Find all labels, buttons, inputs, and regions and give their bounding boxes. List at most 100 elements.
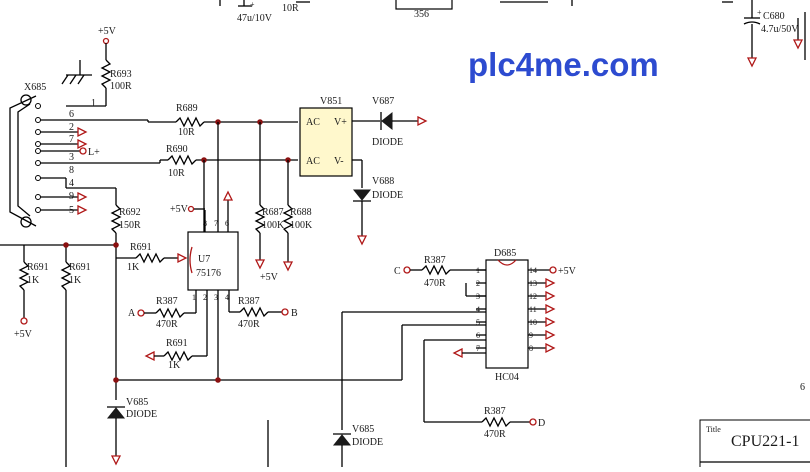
earth-hatch: [77, 74, 85, 85]
u7-notch: [189, 246, 193, 274]
r692-ref: R692: [119, 207, 141, 218]
signal-c-block: C R387 470R: [394, 255, 486, 289]
r387-symbol: [421, 264, 451, 276]
v688-type: DIODE: [372, 190, 403, 201]
r687-symbol: [254, 204, 266, 234]
title-block-frame: [699, 419, 810, 472]
u7-pin: 1: [192, 293, 196, 302]
gnd-arrow: [356, 235, 368, 246]
r387-ref: R387: [238, 296, 260, 307]
signal-c-label: C: [394, 266, 401, 277]
signal-a-terminal: [137, 309, 145, 317]
r691-symbol: [18, 261, 30, 291]
u7-pin: 2: [203, 293, 207, 302]
out-arrow: [545, 316, 556, 328]
dsub-shell-inner: [17, 103, 31, 217]
d685-pin: 9: [529, 331, 533, 340]
c680-plus: +: [757, 8, 762, 17]
r692-value: 150R: [119, 220, 141, 231]
dsub-shell-outer: [9, 95, 37, 227]
r687-value: 100K: [262, 220, 285, 231]
v851-body: [299, 107, 353, 177]
d685-pin: 10: [529, 318, 537, 327]
gnd-arrow: [77, 191, 88, 203]
v851-ac2: AC: [306, 156, 320, 167]
u7-pin: 3: [214, 293, 218, 302]
connector-pins: [35, 103, 41, 213]
d685-pin: 2: [476, 279, 480, 288]
r688-value: 100K: [290, 220, 313, 231]
signal-d-label: D: [538, 418, 545, 429]
v851-vminus: V-: [334, 156, 344, 167]
earth-hatch: [61, 74, 69, 85]
connector-pin-contact: [35, 160, 41, 166]
u7-transceiver: U7 75176 8 7 6 1 2 3 4 +5V: [170, 122, 239, 380]
r387-value: 470R: [484, 429, 506, 440]
plus5v-label: +5V: [558, 266, 577, 277]
signal-b-block: B R387 470R: [229, 296, 298, 330]
u7-part: 75176: [196, 268, 221, 279]
r691-symbol: [60, 261, 72, 291]
r693-block: +5V R693 100R: [61, 26, 132, 107]
pin-label: 6: [69, 109, 74, 120]
diode-triangle: [381, 111, 393, 131]
v688-diode: V688 DIODE: [352, 176, 403, 246]
diode-triangle: [106, 407, 126, 419]
top-ic-value: 356: [414, 9, 429, 20]
d685-pin: 8: [529, 344, 533, 353]
r689-value: 10R: [178, 127, 195, 138]
edge-label: 6: [800, 382, 805, 393]
junction-dot: [113, 242, 119, 248]
gnd-arrow: [417, 115, 428, 127]
gnd-arrow: [77, 126, 88, 138]
plus5v-terminal: [549, 266, 557, 274]
out-arrow: [545, 329, 556, 341]
d685-pin: 11: [529, 305, 537, 314]
r690-value: 10R: [168, 168, 185, 179]
signal-d-terminal: [529, 418, 537, 426]
r692-symbol: [110, 204, 122, 234]
r693-value: 100R: [110, 81, 132, 92]
out-arrow: [545, 277, 556, 289]
v687-type: DIODE: [372, 137, 403, 148]
r691-ref: R691: [130, 242, 152, 253]
r687-block: +5V R687 100K: [254, 122, 285, 283]
d685-inverter: D685 HC04 1 2 3 4 5 6 7 14 13 12 11 10 9…: [341, 248, 577, 422]
signal-c-terminal: [403, 266, 411, 274]
u7-body: [187, 231, 239, 291]
r691-symbol: [135, 252, 165, 264]
r689-block: R689 10R: [148, 103, 298, 138]
gnd-arrow: [77, 204, 88, 216]
signal-b-label: B: [291, 308, 298, 319]
v851-bridge: V851 AC V+ AC V-: [299, 96, 380, 188]
u7-pin: 6: [225, 219, 229, 228]
v851-ac1: AC: [306, 117, 320, 128]
r688-symbol: [282, 204, 294, 234]
watermark: plc4me.com: [468, 46, 659, 83]
v685-left-diode: V685 DIODE: [106, 397, 157, 466]
d685-pin: 5: [476, 318, 480, 327]
v685-ref: V685: [126, 397, 148, 408]
gnd-arrow: [792, 39, 804, 50]
r691-value: 1K: [27, 275, 40, 286]
title-block: Title CPU221-1: [699, 419, 810, 472]
gnd-arrow-left: [452, 347, 463, 359]
connector-pin-contact: [35, 129, 41, 135]
connector-pin-contact: [35, 207, 41, 213]
v685-center-diode: V685 DIODE: [267, 314, 383, 467]
plus5v-terminal: [187, 205, 195, 213]
r387-ref: R387: [484, 406, 506, 417]
signal-a-label: A: [128, 308, 136, 319]
r387-ref: R387: [424, 255, 446, 266]
c680-ref: C680: [763, 11, 785, 22]
pin-label: 4: [69, 178, 74, 189]
r387-value: 470R: [238, 319, 260, 330]
v685-type: DIODE: [126, 409, 157, 420]
plus5v-label: +5V: [98, 26, 117, 37]
pin-label: 2: [69, 122, 74, 133]
r387-symbol: [239, 306, 269, 318]
u7-pin: 4: [225, 293, 229, 302]
plus5v-terminal: [20, 317, 28, 325]
